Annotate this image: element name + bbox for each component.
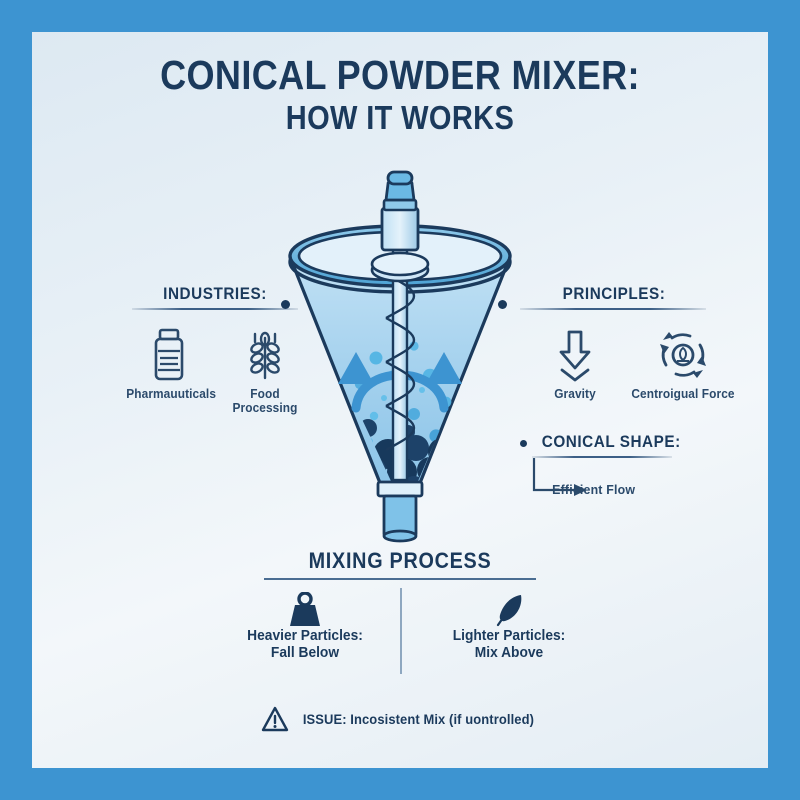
title-line-2: How It Works xyxy=(285,99,515,137)
mixing-process-heading: Mixing Process xyxy=(308,548,492,573)
conical-shape-rule xyxy=(532,456,672,458)
industry-label-line1: Food xyxy=(250,387,280,401)
down-arrow-icon xyxy=(559,330,591,382)
shaft-collar xyxy=(370,251,430,283)
industries-heading: Industries: xyxy=(163,284,267,303)
motor-cap xyxy=(384,170,416,202)
principle-gravity[interactable]: Gravity xyxy=(530,328,620,401)
mixing-heavier-particles[interactable]: Heavier Particles: Fall Below xyxy=(210,592,400,663)
mixing-process-divider xyxy=(400,588,402,674)
wheat-icon xyxy=(250,331,280,380)
mixing-item-title: Lighter Particles: xyxy=(452,628,566,644)
industry-food-processing[interactable]: Food Processing xyxy=(220,328,310,415)
principles-connector-dot xyxy=(498,300,507,309)
poster-inner-panel: Conical Powder Mixer: How It Works xyxy=(32,32,768,768)
conical-mixer-illustration xyxy=(264,170,536,565)
industry-pharmaceuticals[interactable]: Pharmauuticals xyxy=(124,328,217,401)
conical-shape-bullet xyxy=(520,440,527,447)
industries-rule xyxy=(132,308,298,310)
issue-row: ISSUE: Incosistent Mix (if uontrolled) xyxy=(32,706,768,732)
industries-connector-dot xyxy=(281,300,290,309)
weight-icon xyxy=(290,592,320,626)
mixing-item-subtitle: Fall Below xyxy=(270,645,340,662)
title-line-1: Conical Powder Mixer: xyxy=(160,52,640,98)
principle-label: Gravity xyxy=(554,387,596,401)
efficient-flow-label: Efficient Flow xyxy=(552,482,636,497)
mixing-item-title: Heavier Particles: xyxy=(247,628,363,644)
vial-icon xyxy=(154,328,184,381)
principle-centrifugal-force[interactable]: Centroigual Force xyxy=(618,328,748,401)
page-title: Conical Powder Mixer: How It Works xyxy=(32,52,768,137)
conical-shape-heading: Conical Shape: xyxy=(541,432,681,451)
industry-label: Food Processing xyxy=(222,387,308,415)
motor-housing xyxy=(380,198,420,252)
feather-icon xyxy=(496,595,522,627)
outlet-spout xyxy=(376,480,424,543)
mixing-lighter-particles[interactable]: Lighter Particles: Mix Above xyxy=(414,592,604,663)
mixing-item-subtitle: Mix Above xyxy=(474,645,544,662)
issue-text: ISSUE: Incosistent Mix (if uontrolled) xyxy=(302,711,535,727)
principle-label: Centroigual Force xyxy=(631,387,735,401)
principles-heading: Principles: xyxy=(562,284,666,303)
industry-label: Pharmauuticals xyxy=(126,387,217,401)
warning-triangle-icon xyxy=(261,706,289,732)
circulation-arrow-heads xyxy=(338,352,462,384)
efficient-flow-connector xyxy=(532,458,587,496)
industry-label-line2: Processing xyxy=(232,401,298,415)
principles-rule xyxy=(520,308,706,310)
mixing-process-rule xyxy=(264,578,536,580)
rotation-icon xyxy=(660,332,706,378)
